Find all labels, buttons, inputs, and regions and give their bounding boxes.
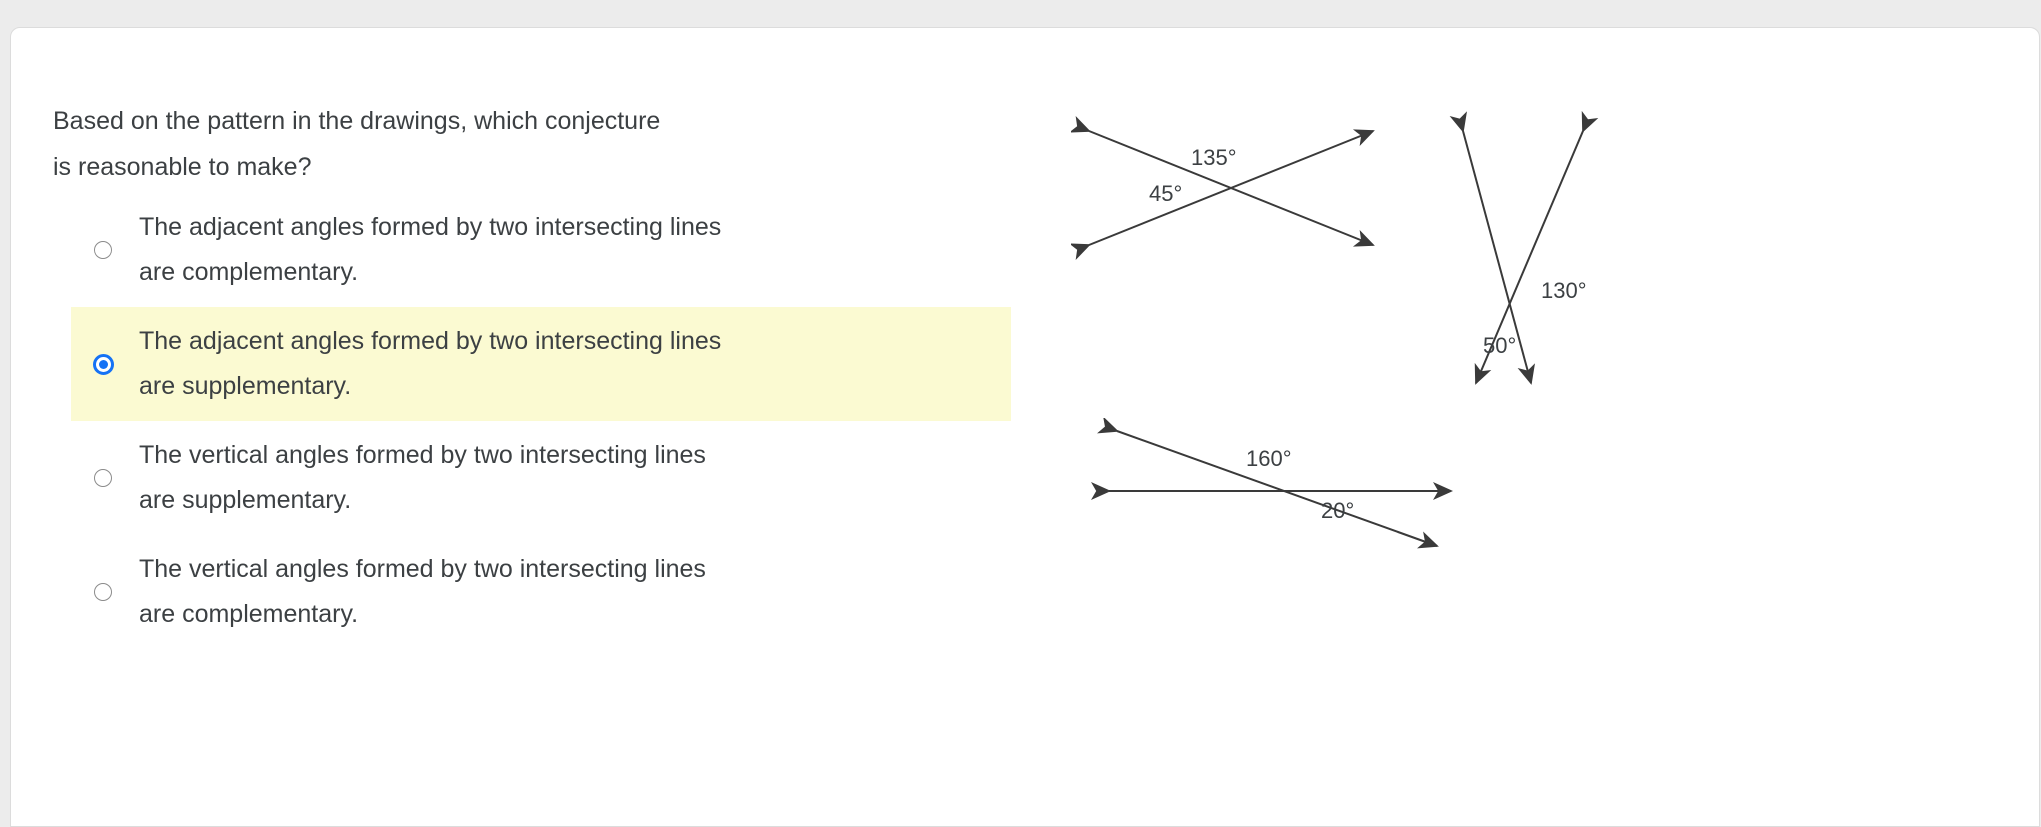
- figure-line: [1474, 110, 1599, 385]
- radio-button-icon[interactable]: [94, 241, 112, 259]
- answer-option-label: The vertical angles formed by two inters…: [139, 441, 706, 514]
- figure-angle-label-45: 45°: [1149, 181, 1183, 206]
- radio-slot-d[interactable]: [71, 583, 135, 601]
- answer-option-c[interactable]: The vertical angles formed by two inters…: [71, 421, 1011, 535]
- figure-x-135-45: 135° 45°: [1068, 113, 1391, 268]
- radio-slot-b[interactable]: [71, 353, 135, 375]
- answer-option-label: The adjacent angles formed by two inters…: [139, 213, 722, 286]
- radio-button-selected-icon[interactable]: [92, 353, 114, 375]
- radio-slot-c[interactable]: [71, 469, 135, 487]
- figure-angle-label-20: 20°: [1321, 498, 1355, 523]
- figure-line: [1097, 416, 1439, 549]
- answer-option-label: The adjacent angles formed by two inters…: [139, 327, 722, 400]
- answer-option-label: The vertical angles formed by two inters…: [139, 555, 706, 628]
- figure-panel: 135° 45° 130° 50°: [1051, 88, 1811, 608]
- answer-option-d[interactable]: The vertical angles formed by two inters…: [71, 535, 1011, 649]
- figure-angle-label-50: 50°: [1483, 333, 1517, 358]
- figure-angle-label-160: 160°: [1246, 446, 1292, 471]
- radio-slot-a[interactable]: [71, 241, 135, 259]
- question-prompt: Based on the pattern in the drawings, wh…: [53, 107, 661, 181]
- question-card: Based on the pattern in the drawings, wh…: [10, 27, 2040, 827]
- radio-button-icon[interactable]: [94, 583, 112, 601]
- figure-x-130-50-svg: [1449, 110, 1599, 385]
- figure-x-160-20: 160° 20°: [1091, 416, 1471, 573]
- radio-button-icon[interactable]: [94, 469, 112, 487]
- figure-x-160-20-svg: [1091, 416, 1453, 549]
- answer-options-list: The adjacent angles formed by two inters…: [71, 193, 1011, 649]
- figure-angle-label-130: 130°: [1541, 278, 1587, 303]
- figure-angle-label-135: 135°: [1191, 145, 1237, 170]
- figure-line: [1068, 129, 1375, 261]
- answer-option-b[interactable]: The adjacent angles formed by two inters…: [71, 307, 1011, 421]
- figure-x-130-50: 130° 50°: [1431, 93, 1651, 408]
- figure-x-135-45-svg: [1068, 115, 1375, 261]
- answer-option-a[interactable]: The adjacent angles formed by two inters…: [71, 193, 1011, 307]
